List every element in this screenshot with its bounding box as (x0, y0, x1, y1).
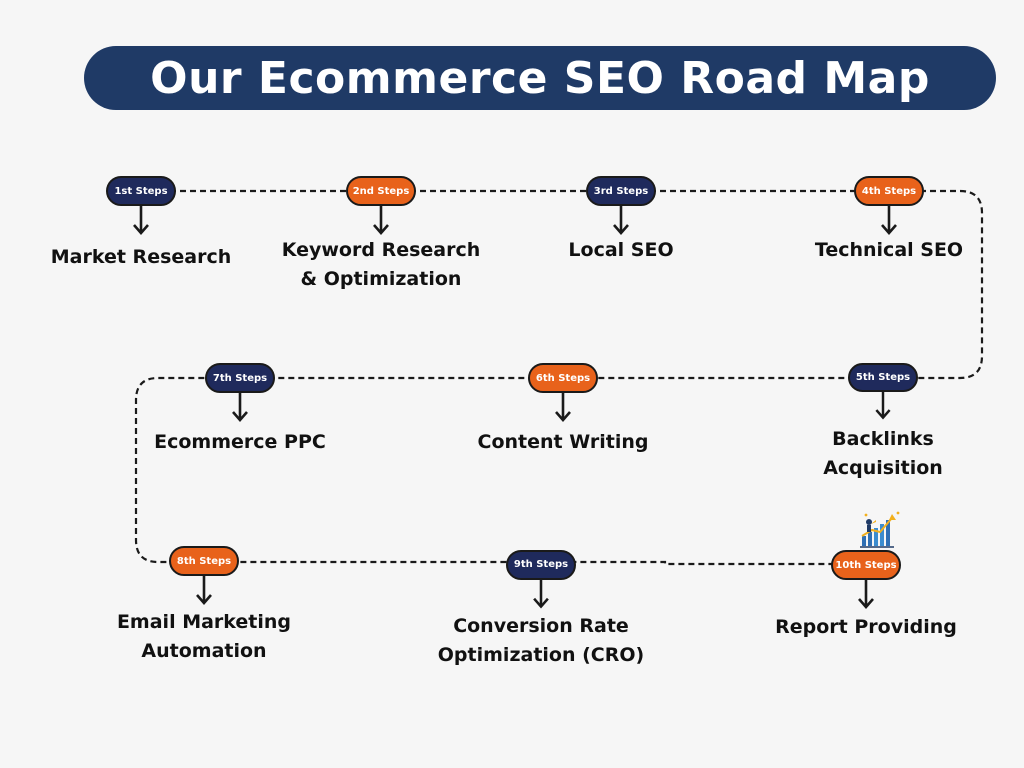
step-badge-5: 5th Steps (848, 363, 918, 392)
step-badge-2: 2nd Steps (346, 176, 416, 206)
step-6: 6th Steps Content Writing (443, 363, 683, 483)
step-8: 8th Steps Email Marketing Automation (84, 546, 324, 666)
down-arrow-icon (613, 206, 629, 235)
step-label-2: Keyword Research & Optimization (281, 239, 481, 290)
step-badge-8: 8th Steps (169, 546, 239, 576)
step-label-6: Content Writing (477, 431, 649, 453)
step-10: 10th Steps Report Providing (746, 550, 986, 670)
step-2: 2nd Steps Keyword Research & Optimizatio… (261, 176, 501, 296)
down-arrow-icon (133, 206, 149, 235)
down-arrow-icon (881, 206, 897, 235)
step-label-1: Market Research (50, 246, 232, 268)
step-badge-1: 1st Steps (106, 176, 176, 206)
title-banner: Our Ecommerce SEO Road Map (84, 46, 996, 110)
down-arrow-icon (875, 391, 891, 420)
growth-chart-icon (860, 511, 900, 548)
down-arrow-icon (858, 580, 874, 609)
step-label-8: Email Marketing Automation (116, 611, 292, 662)
step-1: 1st Steps Market Research (21, 176, 261, 296)
step-label-7: Ecommerce PPC (154, 431, 326, 453)
page-title: Our Ecommerce SEO Road Map (150, 52, 930, 104)
step-badge-10: 10th Steps (831, 550, 901, 580)
down-arrow-icon (232, 393, 248, 422)
step-5: 5th Steps Backlinks Acquisition (763, 363, 1003, 483)
step-7: 7th Steps Ecommerce PPC (120, 363, 360, 483)
step-label-3: Local SEO (568, 239, 674, 261)
step-3: 3rd Steps Local SEO (501, 176, 741, 296)
step-label-5: Backlinks Acquisition (823, 428, 943, 479)
down-arrow-icon (196, 576, 212, 605)
roadmap-dashed-line (134, 189, 984, 566)
step-label-4: Technical SEO (814, 239, 964, 261)
down-arrow-icon (555, 393, 571, 422)
step-badge-7: 7th Steps (205, 363, 275, 393)
step-badge-6: 6th Steps (528, 363, 598, 393)
step-badge-9: 9th Steps (506, 550, 576, 580)
down-arrow-icon (373, 206, 389, 235)
step-label-10: Report Providing (775, 616, 957, 638)
step-4: 4th Steps Technical SEO (769, 176, 1009, 296)
step-badge-3: 3rd Steps (586, 176, 656, 206)
step-label-9: Conversion Rate Optimization (CRO) (437, 615, 645, 666)
step-badge-4: 4th Steps (854, 176, 924, 206)
down-arrow-icon (533, 579, 549, 609)
step-9: 9th Steps Conversion Rate Optimization (… (421, 550, 661, 670)
